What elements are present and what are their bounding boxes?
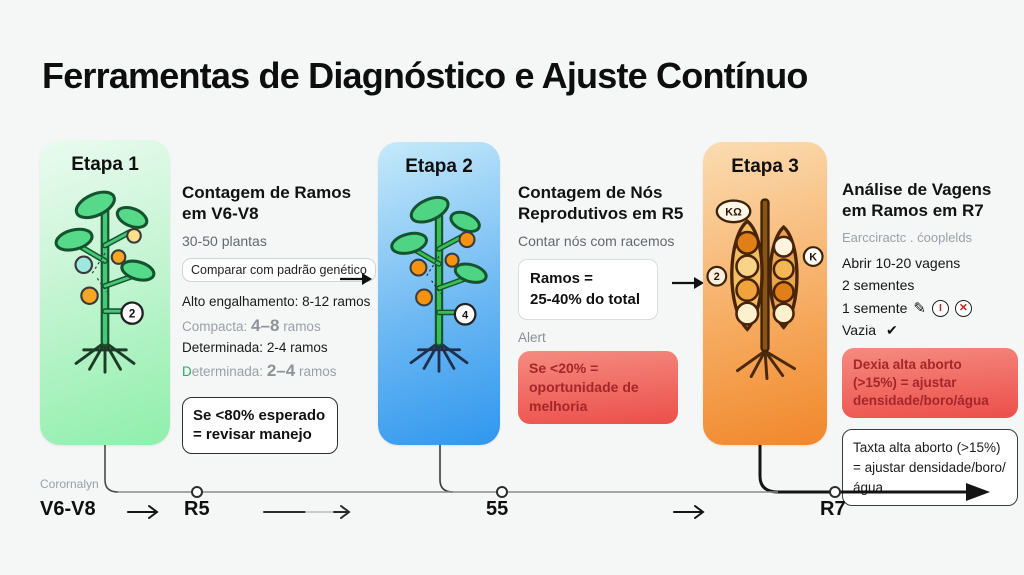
page-title: Ferramentas de Diagnóstico e Ajuste Cont… xyxy=(42,55,808,96)
checklist-line: Vazia ✔ xyxy=(842,320,1020,342)
step-arrow-icon xyxy=(673,505,705,519)
metric-row: Compacta: 4–8 ramos xyxy=(182,313,354,339)
stage2-badge: Etapa 2 xyxy=(405,156,473,177)
timeline-label-55: 55 xyxy=(486,498,509,520)
stage1-badge: Etapa 1 xyxy=(71,154,139,175)
long-step-arrow-icon xyxy=(263,505,351,519)
plant-roots xyxy=(74,340,136,374)
stage1-threshold-callout: Se <80% esperado = revisar manejo xyxy=(182,396,338,454)
stage1-pill: Comparar com padrão genético xyxy=(182,258,376,283)
pod-bubble-label: KΩ xyxy=(725,206,742,218)
pod-left-marker: 2 xyxy=(714,271,720,283)
metric-label: Determinada: xyxy=(182,364,264,380)
plant-leaves xyxy=(390,195,488,284)
right-pod xyxy=(768,224,799,330)
stage3-alert-box: Dexia alta aborto (>15%) = ajustar densi… xyxy=(842,347,1018,419)
warning-i-icon: I xyxy=(931,299,949,317)
metric-row: Determinada: 2–4 ramos xyxy=(182,358,354,384)
ratio-line1: Ramos = xyxy=(530,270,593,288)
metric-unit: ramos xyxy=(283,318,321,334)
flow-arrow-icon xyxy=(672,277,704,289)
plant-roots xyxy=(409,340,469,373)
stage3-heading: Análise de Vagens em Ramos em R7 xyxy=(842,180,992,220)
pencil-icon: ✎ xyxy=(913,299,926,317)
plant-icon-stage1: 2 xyxy=(54,190,156,374)
metric-unit: ramos xyxy=(290,340,328,356)
timeline-graphic xyxy=(104,445,990,519)
checklist-text: 1 semente xyxy=(842,299,908,316)
stage3-card: Etapa 3 KΩ xyxy=(703,142,827,445)
stage1-metrics: Alto engalhamento: 8-12 ramos Compacta: … xyxy=(182,292,370,384)
stage1-branch-count-marker: 2 xyxy=(129,307,135,320)
metric-value: 4–8 xyxy=(251,315,280,335)
stage1-card: Etapa 1 2 xyxy=(40,140,170,445)
plant-icon-stage2: 4 xyxy=(390,195,488,373)
plant-leaves xyxy=(54,190,156,282)
step-arrow-icon xyxy=(127,505,159,519)
checklist-line: Abrir 10-20 vagens xyxy=(842,255,961,272)
metric-value: 8-12 xyxy=(302,294,330,310)
stage2-alert-label: Alert xyxy=(518,329,546,345)
stage2-alert-box: Se <20% = oportunidade de melhoria xyxy=(518,350,678,424)
left-pod xyxy=(730,219,764,332)
stage3-subnote: Earcciractc . ćooplelds xyxy=(842,230,973,246)
milestone-node xyxy=(496,486,508,498)
stage1-sample-size: 30-50 plantas xyxy=(182,233,267,250)
timeline-caption: Corornalyn xyxy=(40,477,99,491)
metric-row: Alto engalhamento: 8-12 ramos xyxy=(182,292,370,312)
stage2-card: Etapa 2 4 xyxy=(378,142,500,445)
timeline-arrowhead-icon xyxy=(966,483,990,501)
stage2-sample: Contar nós com racemos xyxy=(518,233,675,250)
timeline-label-r7: R7 xyxy=(820,498,846,520)
reject-x-icon: ✕ xyxy=(954,299,972,317)
flow-arrow-icon xyxy=(340,273,372,285)
stage2-heading: Contagem de Nós Reprodutivos em R5 xyxy=(518,183,684,223)
stage2-node-count-marker: 4 xyxy=(462,309,469,321)
timeline-label-v6v8: V6-V8 xyxy=(40,498,96,520)
stage2-ratio-box: Ramos = 25-40% do total xyxy=(518,259,658,320)
pod-roots xyxy=(735,349,796,380)
timeline-label-r5: R5 xyxy=(184,498,210,520)
metric-label: Alto engalhamento: xyxy=(182,294,299,310)
check-icon: ✔ xyxy=(885,322,898,339)
pods-icon-stage3: KΩ 2 K xyxy=(706,198,824,380)
milestone-node xyxy=(829,486,841,498)
checklist-text: Vazia xyxy=(842,322,876,339)
metric-label: Determinada: xyxy=(182,340,264,356)
stage1-heading: Contagem de Ramos em V6-V8 xyxy=(182,183,352,223)
ratio-line2: 25-40% do total xyxy=(530,290,641,308)
pod-right-marker: K xyxy=(809,252,817,264)
checklist-line: 2 sementes xyxy=(842,277,915,294)
metric-value: 2–4 xyxy=(266,361,296,381)
stage1-text-column: Contagem de Ramos em V6-V8 30-50 plantas… xyxy=(182,183,376,454)
metric-label: Compacta: xyxy=(182,318,248,334)
milestone-node xyxy=(191,486,203,498)
metric-unit: ramos xyxy=(298,364,337,380)
metric-unit: ramos xyxy=(332,294,371,310)
stage2-text-column: Contagem de Nós Reprodutivos em R5 Conta… xyxy=(518,183,690,424)
stage3-checklist: Abrir 10-20 vagens 2 sementes 1 semente … xyxy=(842,253,1020,341)
metric-value: 2-4 xyxy=(266,340,287,356)
metric-row: Determinada: 2-4 ramos xyxy=(182,338,354,358)
checklist-line: 1 semente ✎ I ✕ xyxy=(842,297,1020,320)
stage3-badge: Etapa 3 xyxy=(731,156,799,177)
